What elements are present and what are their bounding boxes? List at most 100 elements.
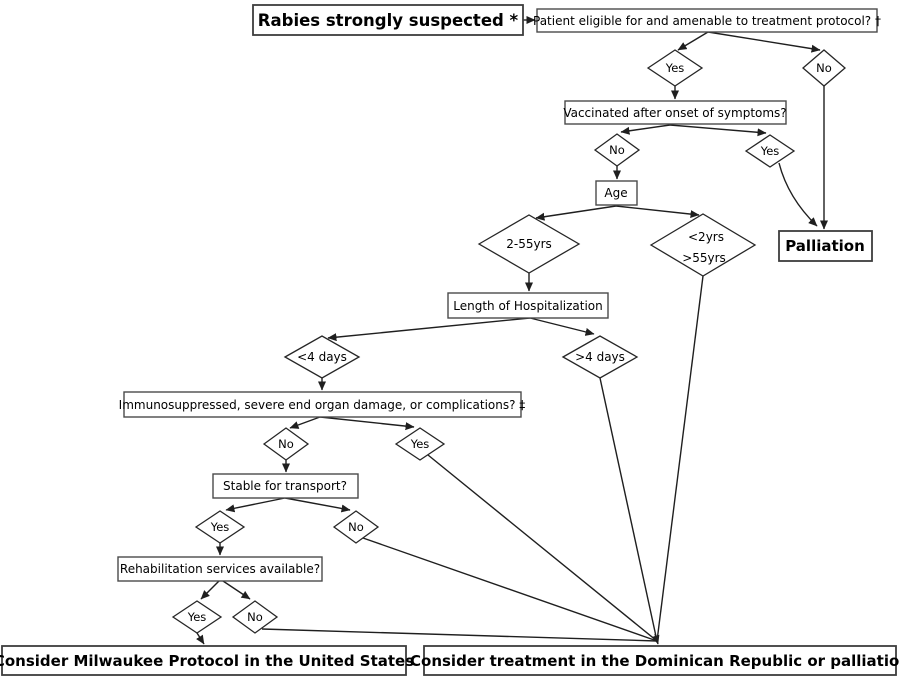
decision-rehab-yes: Yes (171, 600, 223, 634)
edge-age-to-2-55 (535, 205, 617, 221)
edge-yes-to-milwaukee (196, 632, 205, 645)
rehabilitation-label: Rehabilitation services available? (120, 562, 320, 576)
rehab-yes-label: Yes (187, 610, 207, 624)
edge-norehab-to-dominican (261, 628, 658, 642)
decision-eligible-no: No (802, 49, 846, 87)
rehab-no-diamond (231, 600, 279, 634)
vaccinated-yes-diamond (744, 134, 796, 168)
eligible-no-label: No (816, 61, 832, 75)
eligible-yes-label: Yes (665, 61, 685, 75)
node-eligibility: Patient eligible for and amenable to tre… (533, 8, 881, 33)
milwaukee-box (1, 645, 407, 676)
vaccinated-no-label: No (609, 143, 625, 157)
decision-age-2-55: 2-55yrs (477, 214, 581, 274)
edge-immuno-to-no (289, 416, 321, 429)
edge-vaccinated-to-yes (669, 124, 767, 137)
stable-no-diamond (332, 510, 380, 544)
edge-eligibility-to-no (707, 31, 821, 53)
edge-eligibility-to-yes (677, 31, 709, 51)
dominican-box (423, 645, 897, 676)
node-rabies-suspected: Rabies strongly suspected * (252, 4, 524, 36)
node-palliation: Palliation (778, 230, 873, 262)
decision-rehab-no: No (231, 600, 279, 634)
stable-transport-box (212, 473, 359, 499)
connectors (196, 16, 828, 645)
eligible-no-diamond (802, 49, 846, 87)
gt4days-diamond (561, 335, 639, 379)
stable-no-label: No (348, 520, 364, 534)
lt4days-label: <4 days (297, 350, 347, 364)
decision-vaccinated-no: No (593, 133, 641, 167)
age-label: Age (604, 186, 627, 200)
edge-stable-to-no (284, 497, 351, 513)
decision-immuno-no: No (262, 427, 310, 461)
node-immunosuppressed: Immunosuppressed, severe end organ damag… (119, 391, 526, 418)
edge-yesvacc-to-palliation (778, 162, 818, 227)
eligibility-box (536, 8, 878, 33)
node-vaccinated: Vaccinated after onset of symptoms? (563, 100, 787, 125)
immuno-no-diamond (262, 427, 310, 461)
node-milwaukee-protocol: Consider Milwaukee Protocol in the Unite… (0, 645, 414, 676)
age-young-label: <2yrs (688, 230, 724, 244)
age-old-label: >55yrs (682, 251, 726, 265)
edge-hosp-to-lt4days (327, 317, 531, 342)
edge-yesimmuno-to-dominican (427, 454, 658, 642)
rabies-label: Rabies strongly suspected * (258, 11, 519, 30)
edge-hosp-to-gt4days (529, 317, 595, 336)
node-dominican-republic: Consider treatment in the Dominican Repu… (410, 645, 900, 676)
immunosuppressed-box (123, 391, 522, 418)
decision-immuno-yes: Yes (394, 427, 446, 461)
eligible-yes-diamond (646, 49, 704, 87)
vaccinated-label: Vaccinated after onset of symptoms? (563, 106, 786, 120)
decision-age-extremes: <2yrs >55yrs (649, 213, 757, 277)
vaccinated-box (564, 100, 787, 125)
edge-rehab-to-no (222, 580, 251, 600)
gt4days-label: >4 days (575, 350, 625, 364)
vaccinated-yes-label: Yes (760, 144, 780, 158)
edge-gt4days-to-dominican (599, 377, 658, 642)
rehab-yes-diamond (171, 600, 223, 634)
node-rehabilitation: Rehabilitation services available? (117, 556, 323, 582)
edge-age-to-extremes (615, 205, 700, 219)
stable-yes-diamond (194, 510, 246, 544)
age-2-55-label: 2-55yrs (506, 237, 552, 251)
node-age: Age (595, 180, 638, 206)
edge-stable-to-yes (225, 497, 286, 513)
immuno-yes-diamond (394, 427, 446, 461)
hospitalization-box (447, 292, 609, 319)
age-extremes-diamond (649, 213, 757, 277)
edge-convergence-arrow (651, 633, 660, 645)
decision-stable-no: No (332, 510, 380, 544)
immunosuppressed-label: Immunosuppressed, severe end organ damag… (119, 398, 526, 412)
rabies-box (252, 4, 524, 36)
node-stable-transport: Stable for transport? (212, 473, 359, 499)
hospitalization-label: Length of Hospitalization (453, 299, 603, 313)
decision-hosp-gt4days: >4 days (561, 335, 639, 379)
decision-stable-yes: Yes (194, 510, 246, 544)
immuno-yes-label: Yes (410, 437, 430, 451)
immuno-no-label: No (278, 437, 294, 451)
stable-yes-label: Yes (210, 520, 230, 534)
lt4days-diamond (283, 335, 361, 379)
palliation-box (778, 230, 873, 262)
node-hospitalization: Length of Hospitalization (447, 292, 609, 319)
age-box (595, 180, 638, 206)
age-2-55-diamond (477, 214, 581, 274)
decision-hosp-lt4days: <4 days (283, 335, 361, 379)
edge-nostable-to-dominican (362, 537, 658, 642)
vaccinated-no-diamond (593, 133, 641, 167)
edge-extremes-to-dominican (656, 275, 704, 642)
palliation-label: Palliation (785, 237, 865, 255)
edge-immuno-to-yes (319, 416, 415, 431)
rehab-no-label: No (247, 610, 263, 624)
edge-rehab-to-yes (200, 580, 220, 600)
decision-eligible-yes: Yes (646, 49, 704, 87)
dominican-label: Consider treatment in the Dominican Repu… (410, 652, 900, 670)
eligibility-label: Patient eligible for and amenable to tre… (533, 14, 881, 28)
edge-vaccinated-to-no (620, 124, 671, 135)
stable-transport-label: Stable for transport? (223, 479, 347, 493)
milwaukee-label: Consider Milwaukee Protocol in the Unite… (0, 652, 414, 670)
decision-vaccinated-yes: Yes (744, 134, 796, 168)
